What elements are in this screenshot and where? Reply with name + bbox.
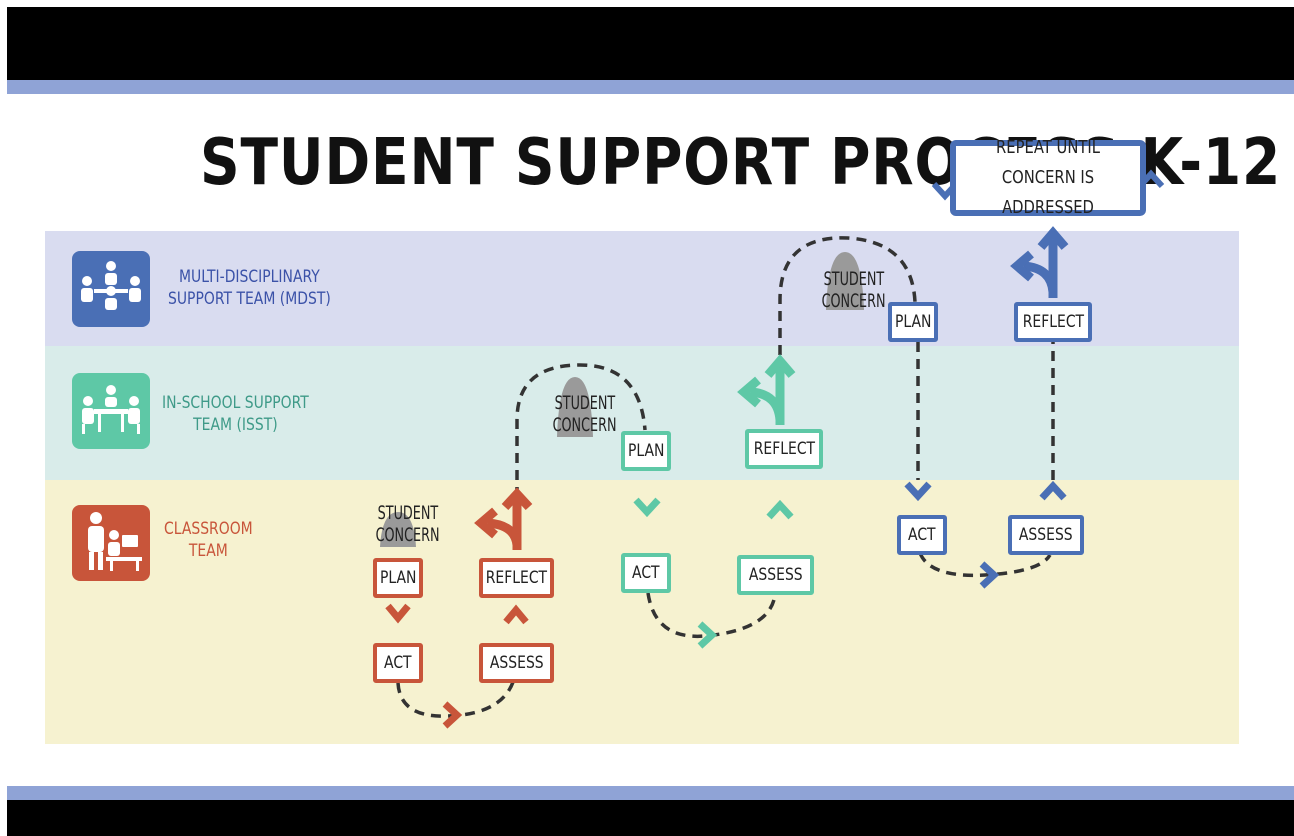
top-blue-bar xyxy=(7,80,1294,94)
mdst-assess-box: ASSESS xyxy=(1008,515,1084,555)
concern-bubble-shape xyxy=(540,377,610,437)
isst-plan-box: PLAN xyxy=(621,431,671,471)
isst-act-box: ACT xyxy=(621,553,671,593)
dashed-path xyxy=(778,236,917,372)
team-meeting-icon xyxy=(72,251,150,327)
classroom-reflect-box: REFLECT xyxy=(479,558,554,598)
concern-bubble-shape xyxy=(810,252,880,310)
bottom-blue-bar xyxy=(7,786,1294,800)
concern-bubble-shape xyxy=(363,512,433,547)
dashed-path xyxy=(515,363,647,548)
dashed-path xyxy=(646,592,777,639)
bottom-black-bar xyxy=(7,800,1294,836)
mdst-act-box: ACT xyxy=(897,515,947,555)
dashed-path xyxy=(396,669,518,718)
isst-assess-box: ASSESS xyxy=(737,555,814,595)
classroom-plan-box: PLAN xyxy=(373,558,423,598)
classroom-act-box: ACT xyxy=(373,643,423,683)
mdst-plan-box: PLAN xyxy=(888,302,938,342)
teacher-student-icon xyxy=(72,505,150,581)
team-table-icon xyxy=(72,373,150,449)
isst-reflect-box: REFLECT xyxy=(745,429,823,469)
dashed-path xyxy=(918,552,1052,578)
repeat-note: REPEAT UNTIL CONCERN IS ADDRESSED xyxy=(950,137,1146,218)
classroom-assess-box: ASSESS xyxy=(479,643,554,683)
top-black-bar xyxy=(7,7,1294,80)
mdst-reflect-box: REFLECT xyxy=(1014,302,1092,342)
